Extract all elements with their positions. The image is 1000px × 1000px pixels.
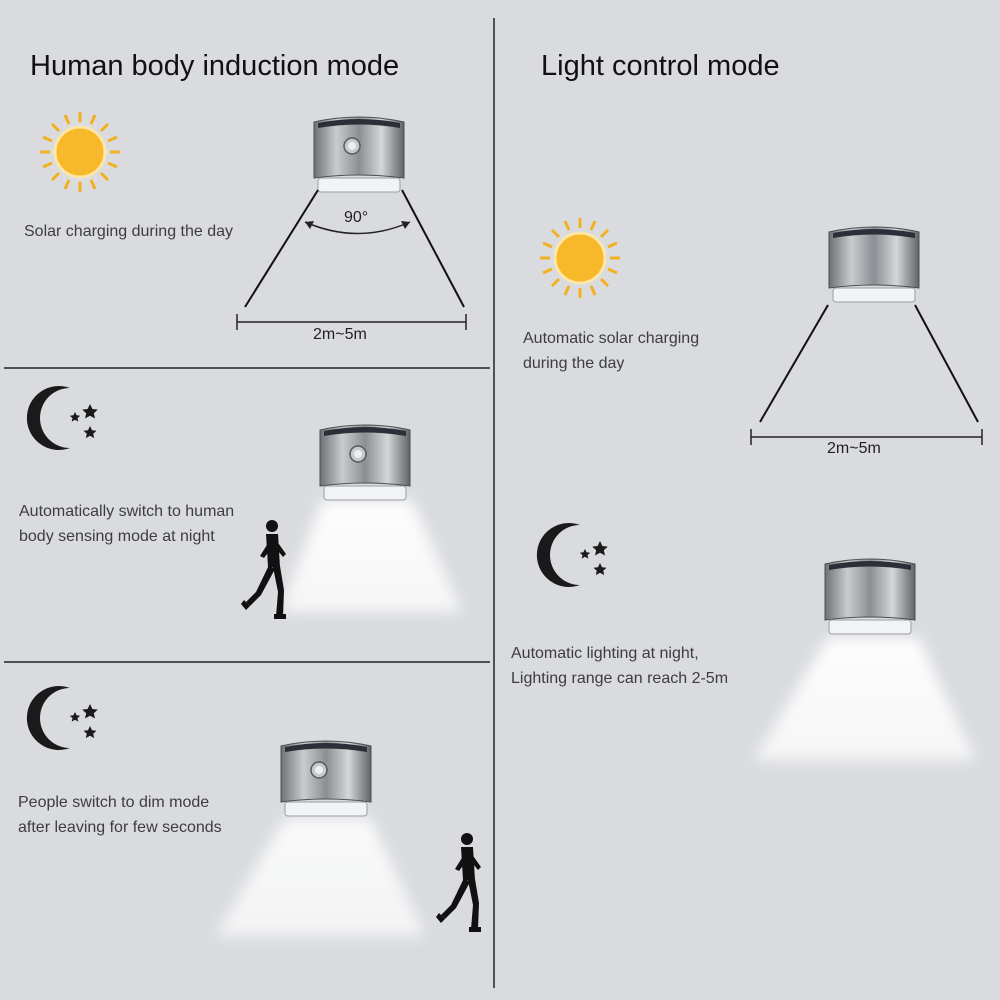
right-day-caption-line1: Automatic solar charging: [523, 330, 700, 347]
left-panel-title: Human body induction mode: [30, 50, 400, 82]
angle-label: 90°: [344, 209, 369, 226]
left-day-caption: Solar charging during the day: [24, 223, 234, 240]
sensor-angle-line-left: [244, 189, 319, 308]
range-label: 2m~5m: [827, 440, 881, 457]
sensor-angle-line-right: [401, 189, 465, 308]
lamp-image: [320, 425, 410, 500]
right-night-caption-line1: Automatic lighting at night,: [511, 645, 699, 662]
dim-mode-caption-line2: after leaving for few seconds: [18, 819, 222, 836]
arc-arrow-left: [305, 221, 314, 229]
light-angle-line-left: [759, 304, 829, 423]
night-sensing-caption-line1: Automatically switch to human: [19, 503, 235, 520]
arc-arrow-right: [401, 221, 410, 229]
lamp-image: [281, 741, 371, 816]
lamp-image: [314, 117, 404, 192]
light-angle-line-right: [914, 304, 979, 423]
dim-light-beam: [215, 818, 426, 936]
right-panel-title: Light control mode: [541, 50, 780, 82]
dim-mode-caption-line1: People switch to dim mode: [18, 794, 210, 811]
light-beam: [280, 500, 462, 612]
lamp-image: [828, 226, 920, 303]
lamp-image: [824, 558, 916, 635]
light-beam: [754, 637, 976, 760]
right-day-caption-line2: during the day: [523, 355, 625, 372]
night-sensing-caption-line2: body sensing mode at night: [19, 528, 215, 545]
right-night-caption-line2: Lighting range can reach 2-5m: [511, 670, 729, 687]
angle-arc: [304, 221, 411, 235]
range-label: 2m~5m: [313, 326, 367, 343]
